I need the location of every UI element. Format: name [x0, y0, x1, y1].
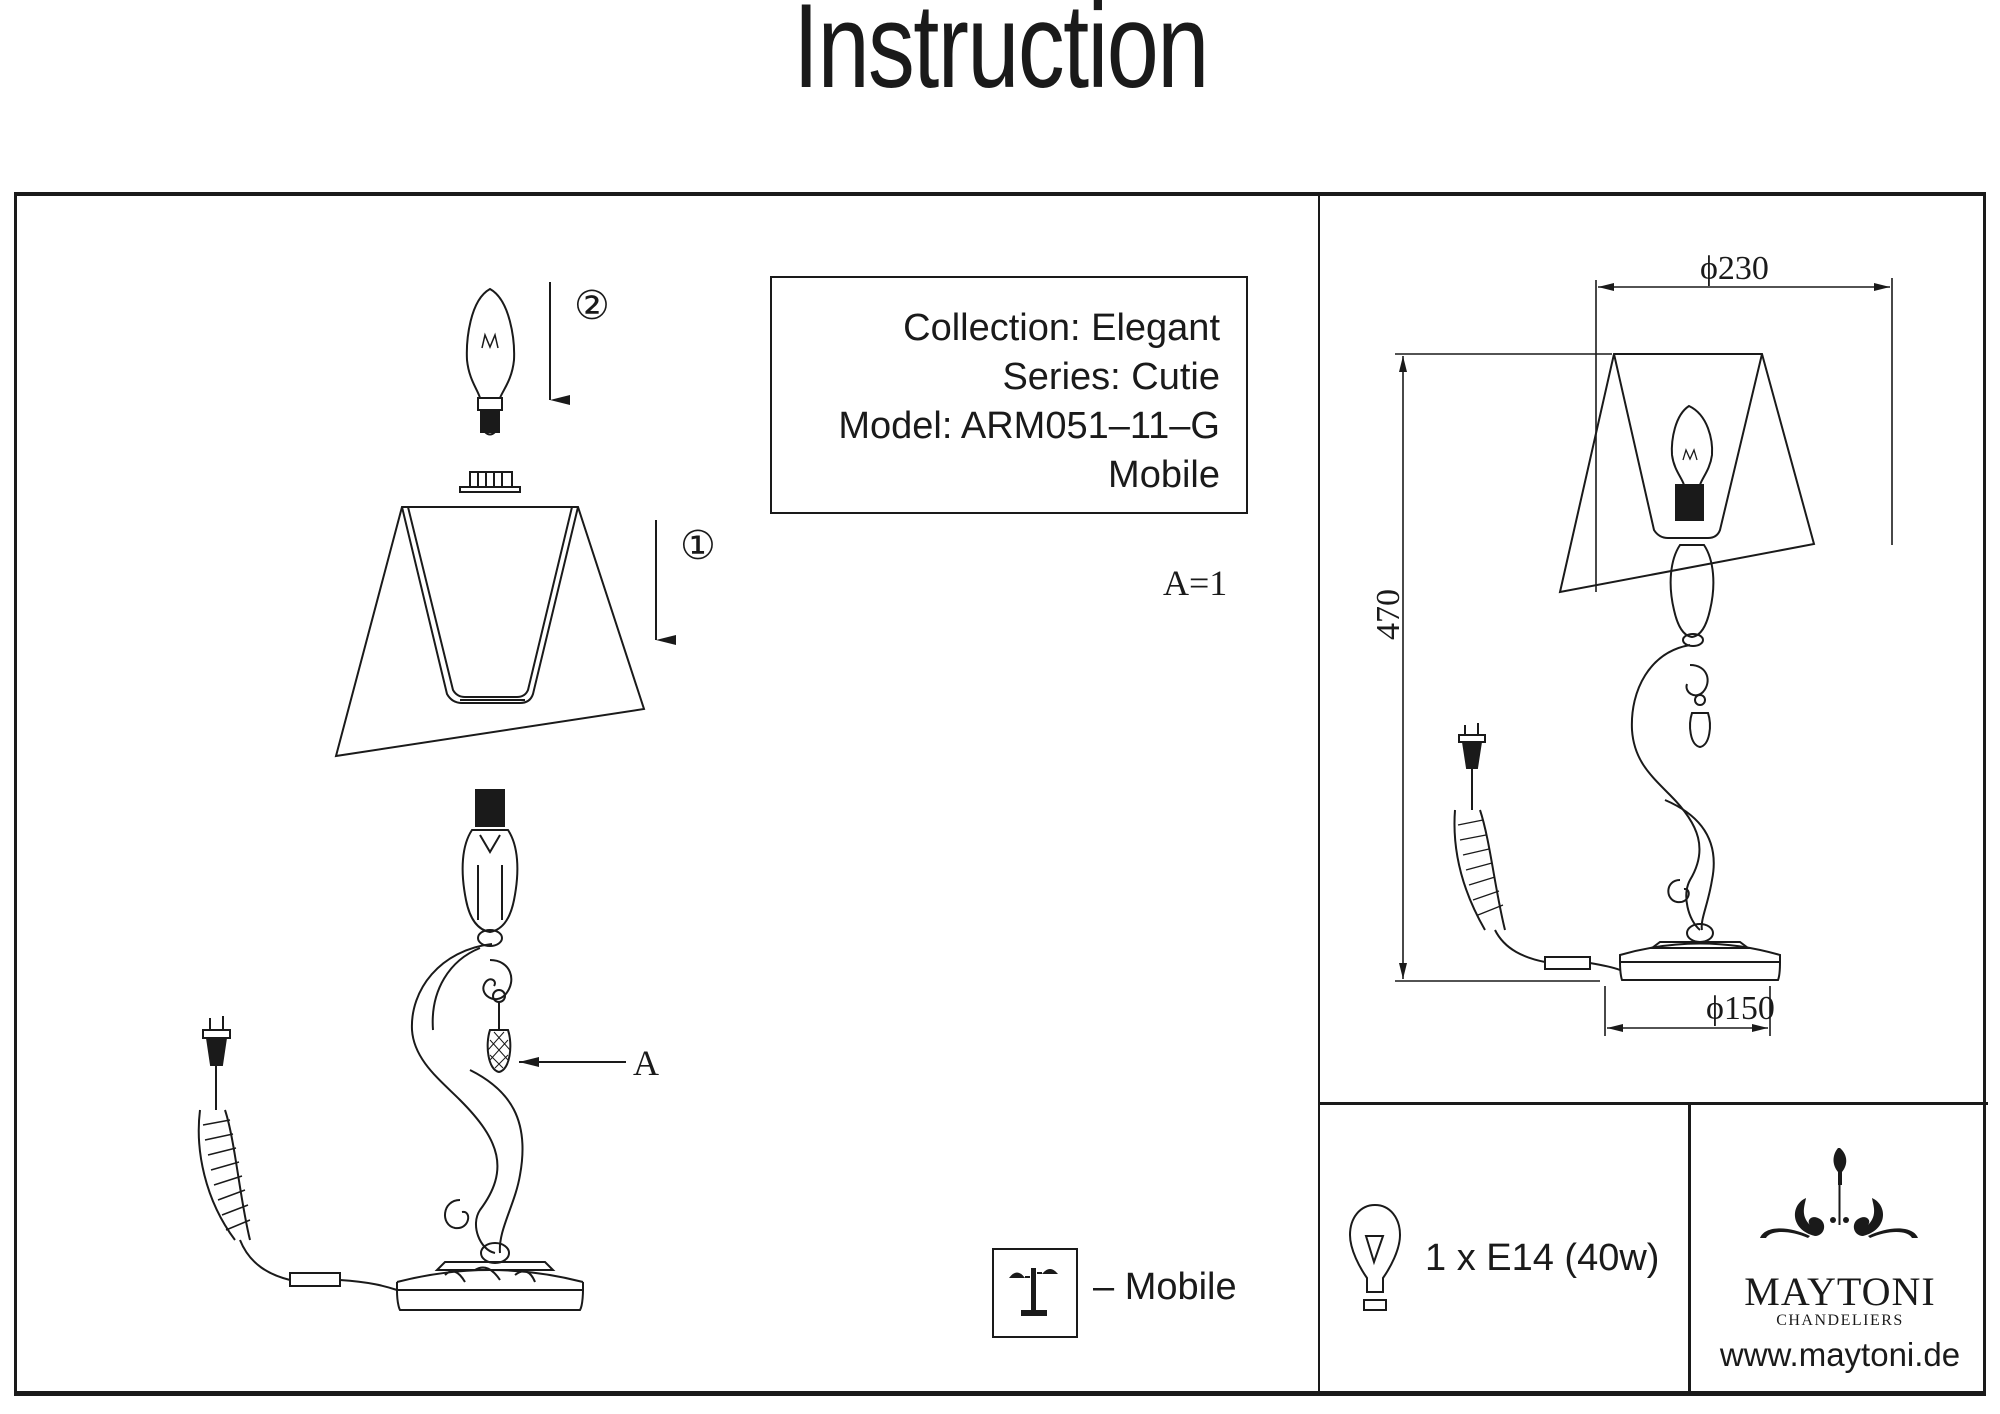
step-1-marker: ① [680, 523, 716, 568]
brand-subtitle: CHANDELIERS [1776, 1312, 1904, 1329]
shade-diameter-label: ϕ230 [1700, 250, 1769, 287]
mobile-table-lamp-icon [1009, 1268, 1058, 1316]
brand-name: MAYTONI [1744, 1269, 1936, 1314]
dimension-lines [1395, 278, 1893, 1036]
step-2-marker: ② [574, 283, 610, 328]
instruction-frame [14, 192, 1986, 1396]
maytoni-ornament-logo [1760, 1148, 1918, 1238]
light-bulb-icon [1348, 1203, 1402, 1311]
height-label: 470 [1370, 589, 1407, 640]
assembled-lamp-icon [1453, 353, 1816, 981]
panel-divider-horizontal [1318, 1102, 1988, 1105]
bulb-spec-text: 1 x E14 (40w) [1425, 1237, 1660, 1279]
base-diameter-label: ϕ150 [1706, 990, 1775, 1027]
collection-text: Collection: Elegant [903, 307, 1220, 349]
product-info-box: Collection: Elegant Series: Cutie Model:… [770, 276, 1248, 514]
footer-divider-vertical [1688, 1104, 1691, 1394]
plug-cord-icon [197, 1016, 398, 1291]
lamp-base-icon [396, 789, 584, 1311]
mobile-legend-label: – Mobile [1093, 1266, 1237, 1308]
panel-divider-vertical [1318, 192, 1320, 1396]
part-count-label: A=1 [1163, 563, 1228, 603]
mobile-symbol-box [992, 1248, 1078, 1338]
type-text: Mobile [1108, 454, 1220, 496]
page-title: Instruction [793, 0, 1209, 113]
series-text: Series: Cutie [1002, 356, 1220, 398]
candle-bulb-icon [465, 287, 516, 436]
brand-website-link[interactable]: www.maytoni.de [1719, 1336, 1961, 1373]
model-text: Model: ARM051–11–G [838, 405, 1220, 447]
lamp-shade-icon [334, 506, 646, 758]
bulb-cap-ring-icon [459, 471, 521, 493]
crystal-pendant-icon [486, 989, 512, 1074]
part-a-label: A [633, 1043, 659, 1083]
